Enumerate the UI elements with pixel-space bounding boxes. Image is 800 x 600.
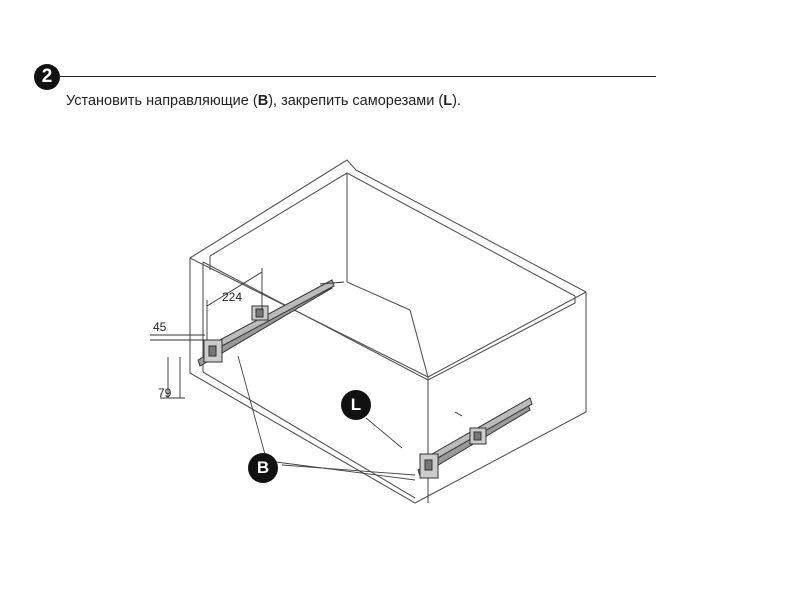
cabinet-right-edge xyxy=(414,292,587,504)
callout-b: B xyxy=(248,453,278,483)
cabinet-inner-back xyxy=(209,172,576,297)
callout-leaders xyxy=(237,355,416,481)
right-rail-assembly xyxy=(417,397,533,479)
instruction-text: Установить направляющие (B), закрепить с… xyxy=(66,93,461,109)
dimension-79: 79 xyxy=(158,386,172,400)
left-rail-assembly xyxy=(197,279,345,367)
label-l: L xyxy=(443,93,453,109)
dimension-224: 224 xyxy=(222,290,243,304)
dimension-lines xyxy=(150,268,263,399)
dimension-45: 45 xyxy=(153,320,167,334)
step-divider-line xyxy=(58,76,656,77)
label-b: B xyxy=(257,93,269,109)
step-number-badge: 2 xyxy=(34,64,60,90)
cabinet-top-edge xyxy=(189,159,587,293)
callout-l: L xyxy=(341,390,371,420)
cabinet-bottom-edge xyxy=(189,258,416,504)
